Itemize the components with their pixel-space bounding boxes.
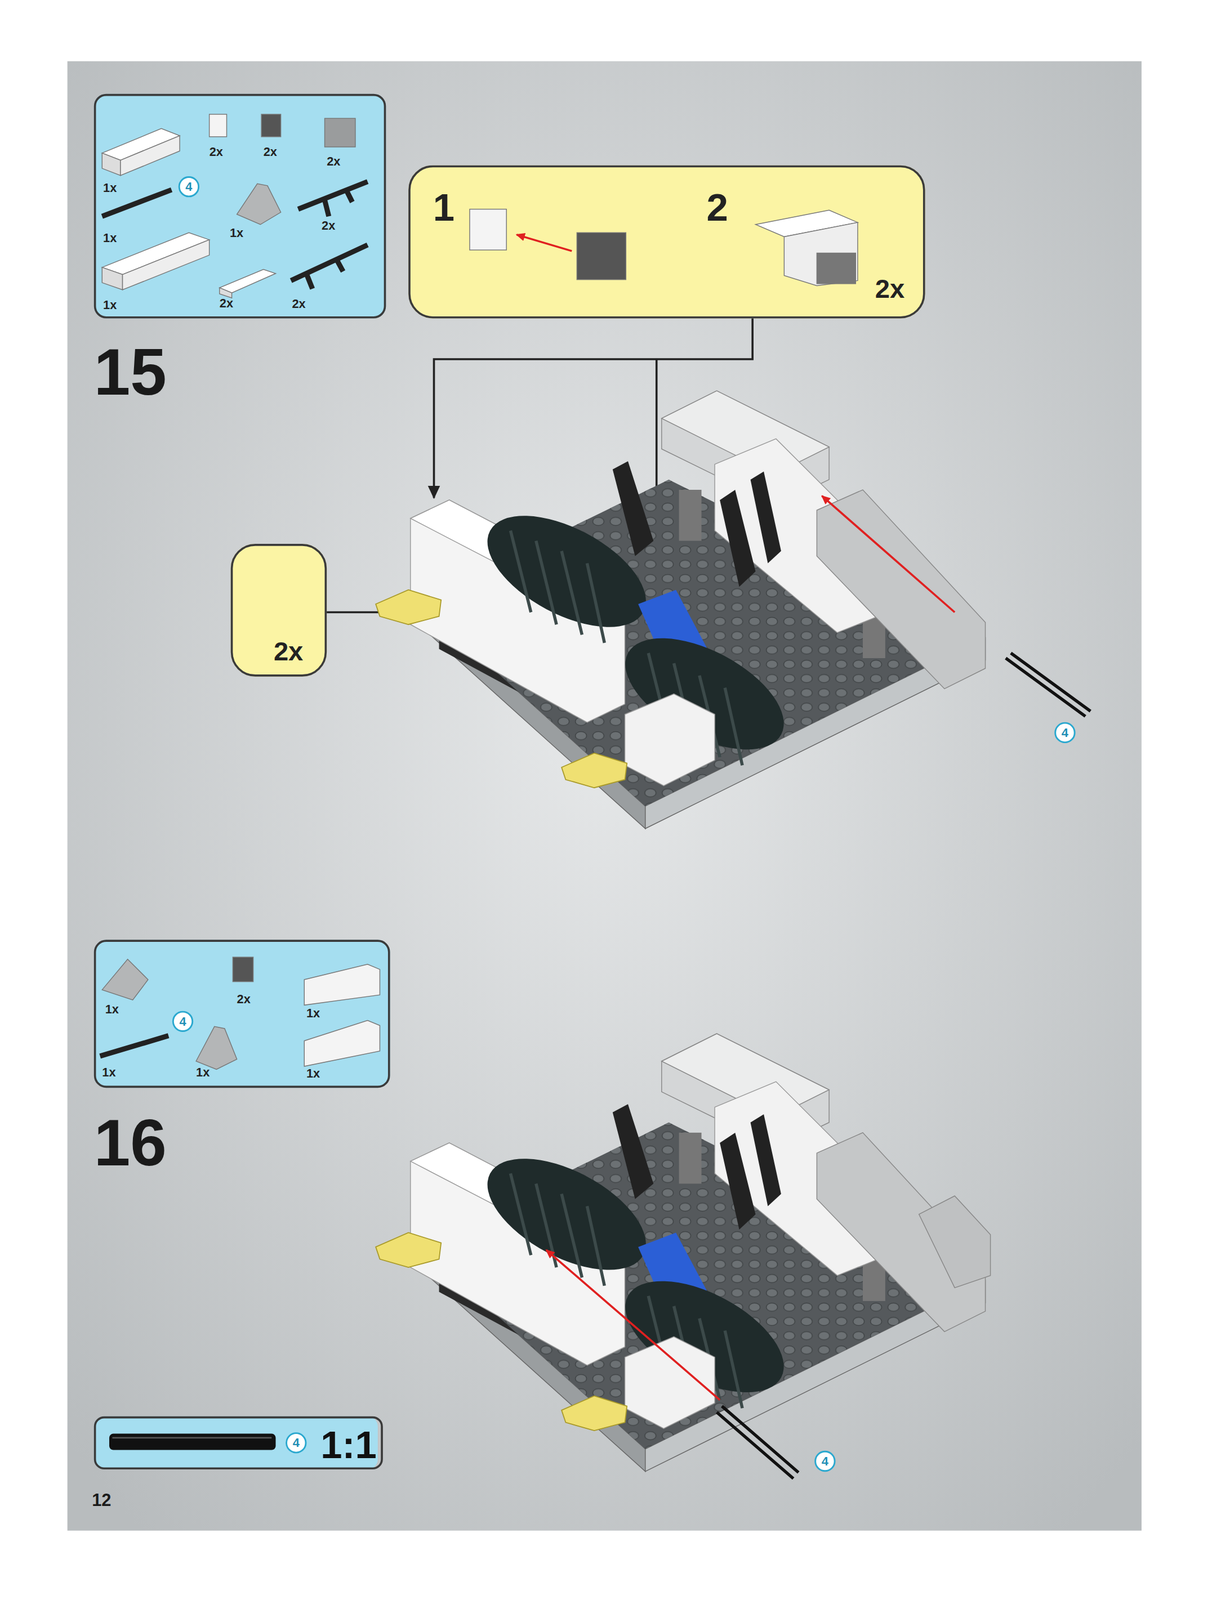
page-number: 12 [91,1492,111,1510]
parts-box-fill [94,94,387,319]
quantity-label: 1x [103,299,117,312]
quantity-label: 1x [306,1007,320,1020]
parts-icons [324,118,356,147]
quantity-label: 2x [326,155,341,168]
page-panel [67,61,1142,1532]
step-label: 2x [273,638,303,665]
quantity-label: 2x [209,145,224,159]
subassembly-box: 1 2 2x [408,165,925,319]
quantity-label: 2x [292,297,306,311]
parts-icons [261,114,281,137]
parts-icons [101,959,149,1001]
parts-box: 1:1 4 [94,1417,383,1470]
parts-icons [101,153,121,176]
axle [722,1406,799,1474]
parts-icons [101,267,123,291]
parts-box: 2x 1x 1x 1x 1x 1x 4 [94,939,391,1089]
callout-circle: 4 [171,1010,195,1033]
callout-number: 4 [284,1432,308,1455]
insert-arrow [821,496,955,613]
scale-box-fill [94,1417,378,1470]
parts-icons [232,957,253,983]
callout-circle: 4 [1053,721,1077,744]
quantity-label: 2x [237,993,251,1006]
axle [1010,653,1091,712]
callout-fill [230,544,327,677]
assembly-arrow [516,234,572,252]
quantity-label: 1x [306,1067,320,1081]
axle [1005,658,1086,717]
parts-icons [122,239,210,291]
parts-icons [112,1437,272,1439]
callout-circle: 4 [284,1432,308,1455]
quantity-label: 1x [105,1003,119,1017]
quantity-label: 2x [219,296,234,310]
quantity-label: 1x [103,231,117,244]
parts-icons [237,183,282,225]
step-label: 2x [875,275,905,302]
parts-icons [304,1021,380,1068]
callout-number: 4 [171,1010,195,1033]
slope-brick [919,1196,991,1289]
callout-number: 4 [1053,721,1077,744]
parts-icons [304,964,380,1006]
callout-circle: 4 [177,175,200,199]
quantity-label: 1x [101,1066,116,1080]
insert-arrow [546,1250,720,1401]
parts-icons [100,1036,169,1057]
subassembly-box: 2x [230,544,327,677]
callout-number: 4 [813,1450,837,1474]
parts-icons [469,209,507,251]
parts-icons [291,244,368,289]
axle [716,1413,794,1480]
parts-box: 2x 2x 2x 1x 2x 1x 1x 1x 2x 2x 4 [94,94,387,319]
step-label: 1:1 [320,1426,377,1465]
step-label: 2 [706,188,729,227]
parts-icons [209,114,227,137]
model-step-15 [375,390,986,830]
parts-icons [219,269,276,294]
subassembly-fill [408,165,925,319]
step-number: 15 [94,340,167,406]
parts-icons [195,1026,238,1070]
step-number: 16 [94,1110,167,1176]
parts-icons [120,135,180,176]
quantity-label: 1x [103,181,117,195]
parts-icons [576,232,626,280]
callout-number: 4 [177,175,200,199]
model-step-16 [375,1034,986,1473]
step-label: 1 [433,188,455,227]
parts-icons [816,253,856,284]
parts-icons [783,222,858,286]
parts-icons [109,1434,276,1451]
callout-circle: 4 [813,1450,837,1474]
quantity-label: 1x [195,1066,210,1080]
quantity-label: 2x [263,145,278,159]
parts-box-fill [94,939,391,1089]
parts-icons [297,181,368,217]
quantity-label: 1x [229,226,244,239]
quantity-label: 2x [321,219,336,233]
